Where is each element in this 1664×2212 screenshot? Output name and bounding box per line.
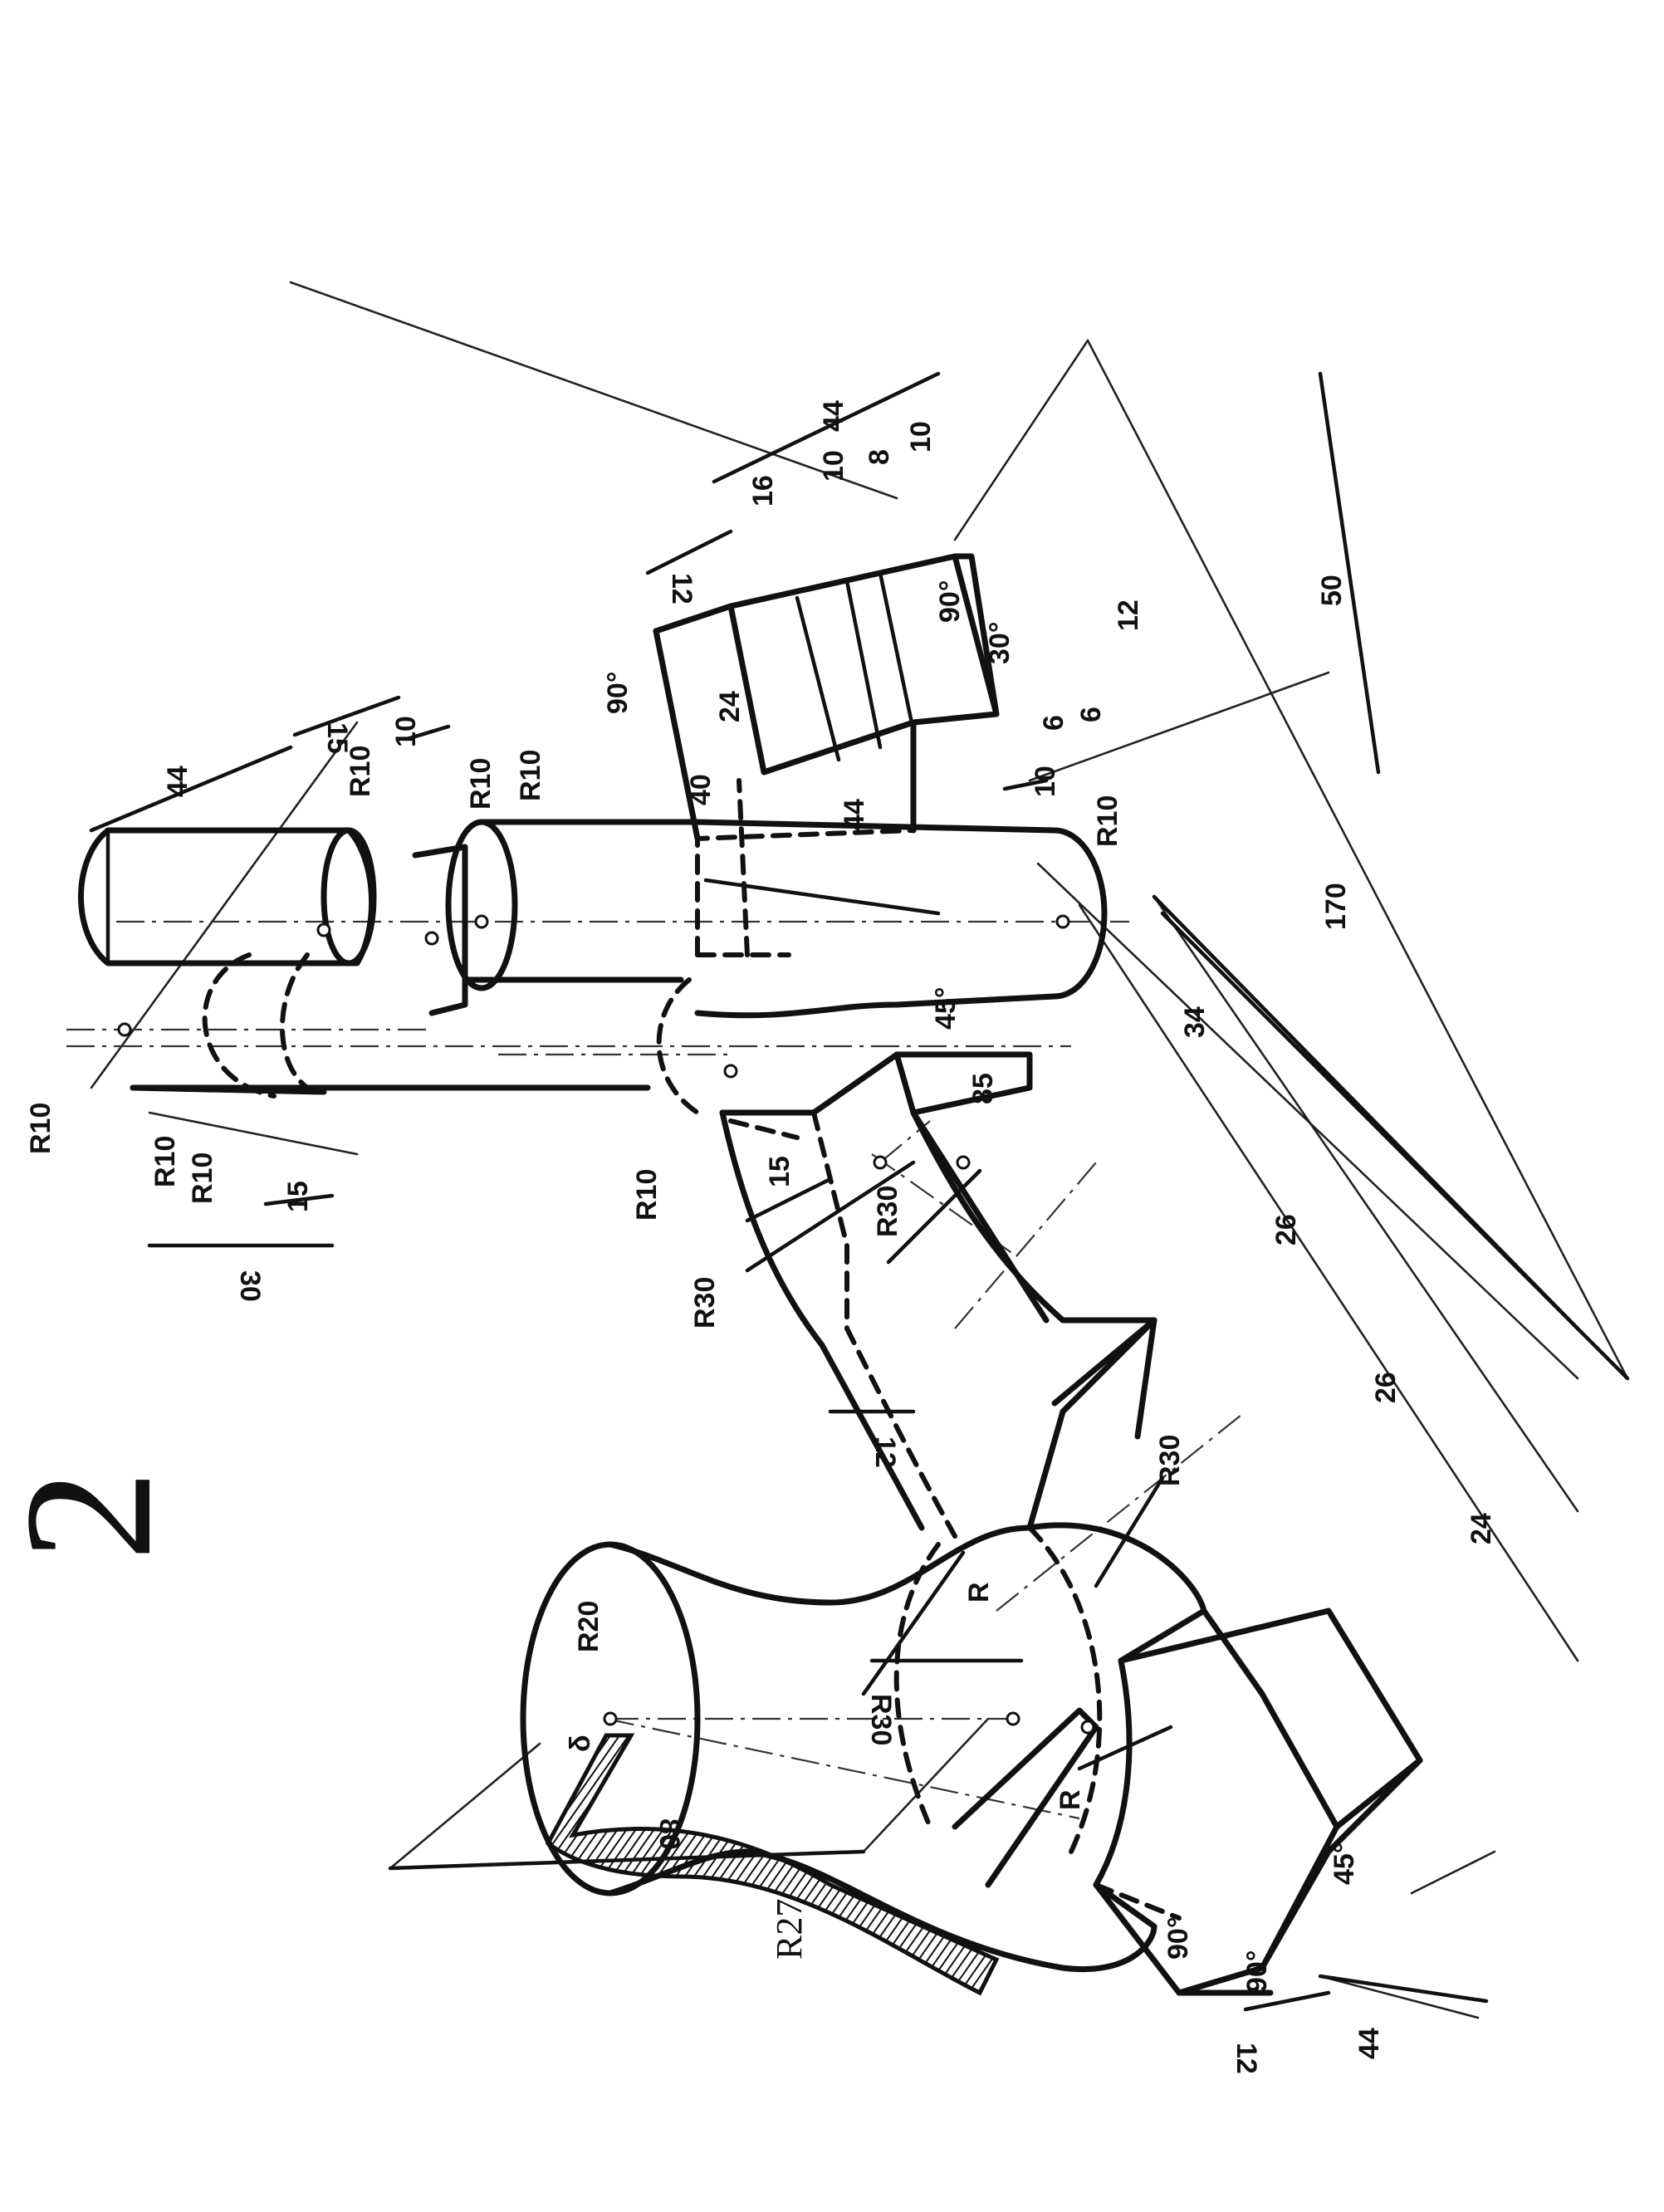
svg-text:R: R: [963, 1582, 995, 1603]
svg-text:10: 10: [905, 421, 937, 453]
svg-text:R30: R30: [865, 1694, 897, 1745]
svg-text:R20: R20: [573, 1601, 604, 1652]
svg-text:R27: R27: [769, 1899, 810, 1960]
dimension-labels: 2 44 15 10 R10 R10 R10 R10 R10 R10 R10 R…: [0, 400, 1497, 2074]
svg-text:44: 44: [839, 799, 870, 830]
dimension-lines: [89, 371, 1630, 2012]
centre-lines: [66, 920, 1246, 1820]
svg-text:R10: R10: [1092, 795, 1123, 847]
svg-text:45°: 45°: [1329, 1843, 1360, 1885]
svg-text:R10: R10: [631, 1169, 663, 1221]
svg-text:8: 8: [864, 449, 895, 465]
svg-text:16: 16: [747, 475, 779, 507]
svg-text:26: 26: [1270, 1214, 1302, 1245]
svg-text:90°: 90°: [602, 672, 634, 714]
svg-text:15: 15: [282, 1181, 314, 1212]
upper-cylinder-body: [78, 819, 1108, 1115]
svg-text:90°: 90°: [1162, 1917, 1194, 1960]
lower-vase-body: [520, 1522, 1207, 1996]
svg-text:12: 12: [1113, 599, 1144, 631]
svg-text:R10: R10: [187, 1152, 218, 1204]
svg-text:R30: R30: [1154, 1435, 1186, 1486]
svg-text:R10: R10: [465, 758, 497, 810]
construction-points: [117, 914, 1095, 1735]
svg-text:44: 44: [818, 400, 849, 432]
svg-text:50: 50: [1316, 575, 1348, 606]
svg-text:170: 170: [1320, 883, 1352, 930]
svg-text:12: 12: [666, 573, 697, 604]
upper-right-box: [653, 553, 1000, 957]
svg-text:R10: R10: [25, 1103, 56, 1154]
svg-text:80: 80: [653, 1818, 685, 1850]
svg-text:45°: 45°: [930, 987, 962, 1030]
svg-text:30: 30: [234, 1270, 266, 1302]
svg-text:R30: R30: [872, 1186, 903, 1237]
svg-text:90°: 90°: [1241, 1950, 1273, 1993]
svg-text:10: 10: [390, 716, 422, 747]
svg-text:85: 85: [967, 1073, 999, 1104]
svg-text:R10: R10: [345, 746, 376, 797]
sheet-number: 2: [0, 1470, 189, 1561]
svg-text:30°: 30°: [984, 622, 1016, 664]
svg-text:40: 40: [685, 774, 717, 805]
svg-text:15: 15: [764, 1156, 795, 1187]
svg-text:10: 10: [818, 450, 849, 482]
svg-text:10: 10: [1030, 766, 1061, 797]
svg-text:44: 44: [162, 766, 193, 797]
svg-text:44: 44: [1353, 2028, 1385, 2059]
svg-text:δ: δ: [565, 1735, 596, 1752]
svg-text:24: 24: [714, 691, 746, 722]
svg-text:26: 26: [1370, 1372, 1402, 1403]
svg-text:6: 6: [1075, 707, 1107, 722]
svg-text:90°: 90°: [934, 580, 966, 623]
svg-text:15: 15: [321, 722, 353, 754]
svg-text:R10: R10: [149, 1136, 181, 1187]
hatched-section: [545, 1733, 1000, 1996]
lower-right-block: [1093, 1608, 1423, 1996]
svg-text:6: 6: [1038, 715, 1069, 731]
middle-bent-arm: [719, 1051, 1157, 1539]
svg-text:R10: R10: [515, 750, 546, 801]
svg-text:34: 34: [1179, 1006, 1211, 1038]
extension-lines: [90, 281, 1629, 2019]
svg-text:R30: R30: [689, 1277, 721, 1329]
svg-text:R: R: [1055, 1789, 1086, 1810]
svg-text:24: 24: [1466, 1513, 1497, 1544]
svg-text:12: 12: [1231, 2043, 1262, 2074]
svg-text:12: 12: [869, 1436, 901, 1468]
